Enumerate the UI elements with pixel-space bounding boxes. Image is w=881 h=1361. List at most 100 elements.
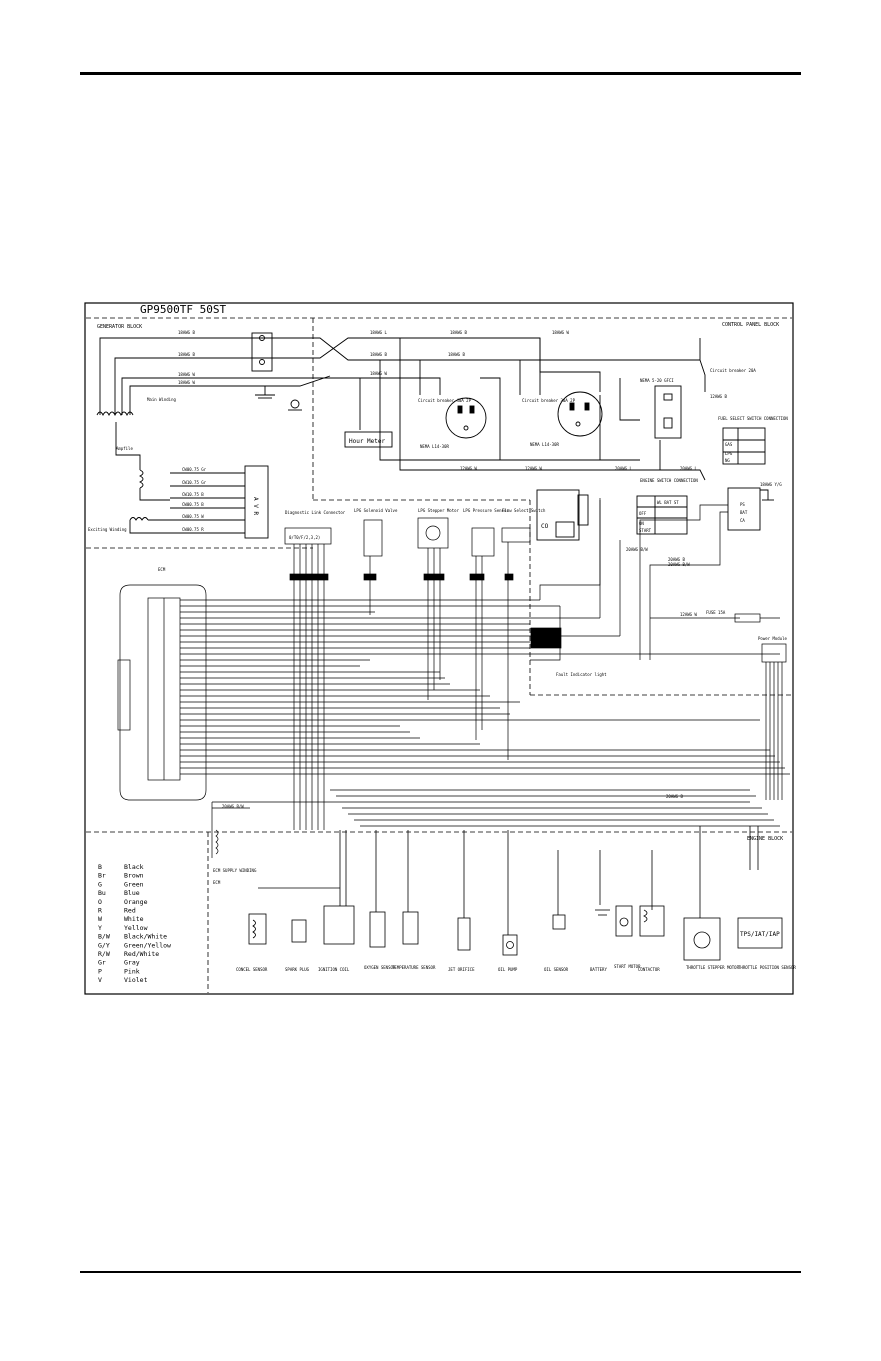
avr-wire-label: CW00.75 Gr xyxy=(182,467,207,472)
legend-code: Bu xyxy=(98,889,106,897)
control-panel-wiring xyxy=(344,337,774,541)
breaker-30a-label: Circuit breaker 30A 2P xyxy=(522,398,576,403)
legend-color-name: Black xyxy=(124,863,144,871)
legend-color-name: White xyxy=(124,915,144,923)
legend-code: R xyxy=(98,907,102,915)
wire-label: 12AWG W xyxy=(460,466,477,471)
fault-light-label: Fault Indicator light xyxy=(556,672,607,677)
legend-color-name: Red/White xyxy=(124,950,159,958)
fuel-mode: NG xyxy=(725,458,730,463)
component-label: CONTACTOR xyxy=(638,967,660,972)
component-label: TEMPERATURE SENSOR xyxy=(392,965,436,970)
legend-color-name: Brown xyxy=(124,872,144,880)
main-winding-label: Main Winding xyxy=(147,397,176,402)
legend-color-name: Pink xyxy=(124,967,140,975)
engine-switch-label: ENGINE SWITCH CONNECTION xyxy=(640,478,698,483)
avr-wire-labels: CW00.75 Gr CW10.75 Gr CW10.75 B CW00.75 … xyxy=(182,467,207,532)
legend-color-name: Red xyxy=(124,907,136,915)
legend-code: R/W xyxy=(98,950,110,958)
lpg-pressure-label: LPG Pressure Sensor xyxy=(463,508,509,513)
legend-code: B/W xyxy=(98,933,110,941)
avr-wire-label: CW00.75 W xyxy=(182,514,204,519)
wire-label: 20AWG L xyxy=(615,466,632,471)
bottom-rule xyxy=(80,1271,801,1273)
legend-color-name: Green xyxy=(124,880,144,888)
ecm-supply-label: ECM SUPPLY WINDING xyxy=(213,868,257,873)
wire-label: 18AWG B xyxy=(448,352,465,357)
wire-label: 18AWG W xyxy=(178,372,195,377)
legend-color-name: Orange xyxy=(124,898,148,906)
avr-wire-label: CW00.75 B xyxy=(182,502,204,507)
engine-switch-header: WL BAT ST xyxy=(657,500,679,505)
wire-label: 18AWG W xyxy=(370,371,387,376)
component-label: SPARK PLUG xyxy=(285,967,310,972)
legend-code: O xyxy=(98,898,102,906)
wire-label: 18AWG B xyxy=(450,330,467,335)
fuel-select-label: FUEL SELECT SWITCH CONNECTION xyxy=(718,416,788,421)
ecm-supply-block: ECM SUPPLY WINDING ECM xyxy=(213,868,257,885)
component-labels: CONCEL SENSOR SPARK PLUG IGNITION COIL O… xyxy=(236,964,796,972)
component-label: OIL PUMP xyxy=(498,967,518,972)
avr-label: A V R xyxy=(252,497,259,515)
avr-wire-label: CW10.75 Gr xyxy=(182,480,207,485)
component-label: START MOTOR xyxy=(614,964,641,969)
diag-pins-label: 0/T0/F/2,3,2) xyxy=(289,535,320,540)
gfci-label: NEMA 5-20 GFCI xyxy=(640,378,674,383)
wire-label: 18AWG B xyxy=(178,330,195,335)
legend-code: B xyxy=(98,863,102,871)
generator-block-label: GENERATOR BLOCK xyxy=(97,324,142,330)
avr-wire-label: CW10.75 B xyxy=(182,492,204,497)
hour-meter-label: Hour Meter xyxy=(349,438,386,445)
breaker-20a-label: Circuit breaker 20A xyxy=(710,368,756,373)
flow-switch-label: Flow Select Switch xyxy=(502,508,546,513)
wire-label: 12AWG B xyxy=(710,394,727,399)
generator-wiring xyxy=(96,332,700,539)
lpg-stepper-label: LPG Stepper Motor xyxy=(418,508,460,513)
tps-box-label: TPS/IAT/IAP xyxy=(740,931,780,938)
wire-label: 20AWG B xyxy=(668,557,685,562)
harness-wiring xyxy=(117,498,790,858)
legend-color-name: Black/White xyxy=(124,933,167,941)
legend-color-name: Violet xyxy=(124,976,148,984)
fuse-label: FUSE 15A xyxy=(706,610,726,615)
wire-label: 18AWG W xyxy=(178,380,195,385)
component-label: BATTERY xyxy=(590,967,607,972)
wire-label: 12AWG W xyxy=(525,466,542,471)
wire-label: 20AWG L xyxy=(680,466,697,471)
legend-color-name: Blue xyxy=(124,889,140,897)
ps-label: PS xyxy=(740,502,745,507)
wire-label: 18AWG B xyxy=(370,352,387,357)
receptacle-label: NEMA L14-30R xyxy=(420,444,449,449)
bat-label: BAT xyxy=(740,510,748,515)
engine-wiring xyxy=(248,826,783,961)
wire-label: 20AWG B xyxy=(666,794,683,799)
engine-mode: START xyxy=(639,528,652,533)
power-module-label: Power Module xyxy=(758,636,787,641)
control-panel-labels: Hour Meter Circuit breaker 40A 2P NEMA L… xyxy=(349,368,788,677)
legend-code: Gr xyxy=(98,959,106,967)
fuel-mode: GAS xyxy=(725,442,733,447)
legend-code: P xyxy=(98,967,102,975)
wire-label: 20AWG B/W xyxy=(222,804,244,809)
legend-code: V xyxy=(98,976,102,984)
legend-color-name: Yellow xyxy=(124,924,148,932)
wire-label: 20AWG B/W xyxy=(668,562,690,567)
co-label: CO xyxy=(541,523,549,530)
lpg-valve-label: LPG Solenoid Valve xyxy=(354,508,398,513)
fuel-mode: LPG xyxy=(725,451,733,456)
component-label: THROTTLE POSITION SENSOR xyxy=(738,965,796,970)
ca-label: CA xyxy=(740,518,745,523)
component-label: OIL SENSOR xyxy=(544,967,569,972)
ampfile-label: Ampfile xyxy=(116,446,133,451)
wire-label: 18AWG W xyxy=(552,330,569,335)
receptacle-label: NEMA L14-30R xyxy=(530,442,559,447)
component-label: CONCEL SENSOR xyxy=(236,967,268,972)
legend-code: W xyxy=(98,915,102,923)
engine-mode: ON xyxy=(639,521,644,526)
wire-labels-gen: 18AWG B 18AWG B 18AWG W 18AWG W 18AWG L … xyxy=(178,330,569,385)
exciting-winding-label: Exciting Winding xyxy=(88,527,127,532)
control-panel-block-label: CONTROL PANEL BLOCK xyxy=(722,322,779,328)
top-rule xyxy=(80,72,801,75)
